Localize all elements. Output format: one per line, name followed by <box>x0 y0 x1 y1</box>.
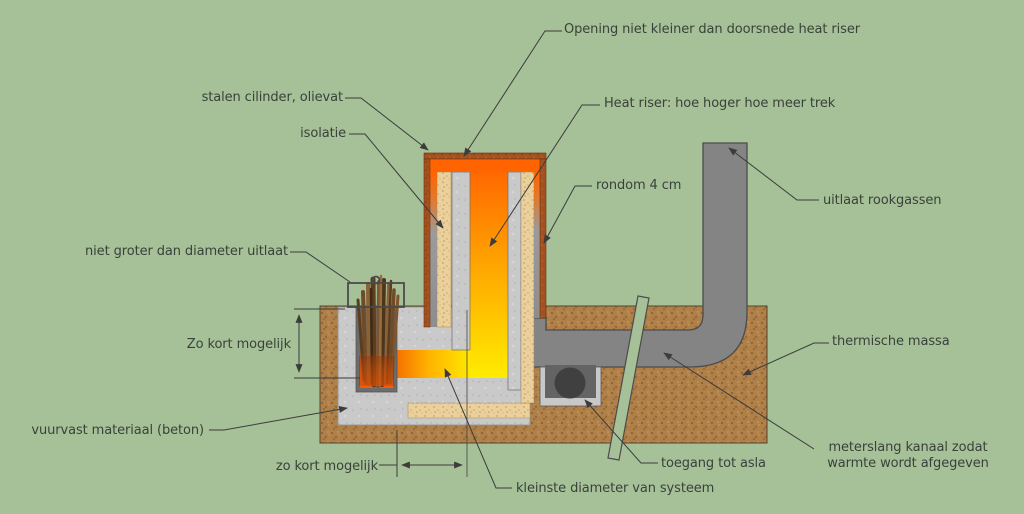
label-kleinste-diameter: kleinste diameter van systeem <box>516 481 715 496</box>
label-niet-groter: niet groter dan diameter uitlaat <box>85 244 288 259</box>
leader-toegang-asla <box>584 399 658 464</box>
label-meterslang-regel1: meterslang kanaal zodat <box>828 440 988 455</box>
leader-rondom <box>543 185 592 244</box>
leader-thermische-massa <box>742 342 829 376</box>
label-stalen-cilinder: stalen cilinder, olievat <box>201 90 344 105</box>
label-meterslang-kanaal: meterslang kanaal zodat warmte wordt afg… <box>812 440 1004 473</box>
label-zo-kort-verticaal: Zo kort mogelijk <box>186 337 291 352</box>
gas-gap-right <box>534 172 540 318</box>
label-rondom-4cm: rondom 4 cm <box>596 178 682 193</box>
ash-access-channel <box>607 295 650 461</box>
leader-kleinste-diameter <box>444 368 512 489</box>
dimension-vertical <box>294 308 360 379</box>
ash-pile <box>554 367 586 399</box>
barrel-wall-left <box>423 158 431 328</box>
leader-heat-riser <box>489 104 600 247</box>
leader-niet-groter <box>290 251 351 283</box>
heat-riser-fire-column <box>470 159 508 378</box>
barrel-top <box>423 152 547 160</box>
riser-wall-right <box>507 171 522 391</box>
leader-vuurvast <box>209 405 348 431</box>
leader-meterslang <box>663 352 815 450</box>
leader-opening <box>463 30 562 157</box>
leader-lines <box>209 30 829 489</box>
label-heat-riser: Heat riser: hoe hoger hoe meer trek <box>604 96 836 111</box>
insulation-column-right <box>520 171 535 404</box>
label-isolatie: isolatie <box>300 126 346 141</box>
dimension-horizontal <box>379 310 468 477</box>
label-thermische-massa: thermische massa <box>832 334 950 349</box>
leader-isolatie <box>349 133 444 229</box>
label-opening: Opening niet kleiner dan doorsnede heat … <box>564 22 860 37</box>
flue-duct-and-chimney <box>532 142 748 368</box>
label-vuurvast-materiaal: vuurvast materiaal (beton) <box>31 423 204 438</box>
barrel-top-hot-gas <box>430 159 540 172</box>
barrel-wall-right <box>539 158 547 319</box>
gas-gap-left <box>430 172 437 327</box>
label-uitlaat-rookgassen: uitlaat rookgassen <box>823 193 942 208</box>
label-zo-kort-horizontaal: zo kort mogelijk <box>275 459 378 474</box>
leader-stalen-cilinder <box>345 97 429 151</box>
label-meterslang-regel2: warmte wordt afgegeven <box>827 456 989 472</box>
ember-glow-overlay <box>360 352 393 386</box>
insulation-base-band <box>407 402 531 419</box>
label-toegang-asla: toegang tot asla <box>661 456 766 471</box>
insulation-column-left <box>436 171 452 328</box>
leader-uitlaat <box>728 147 819 201</box>
cover-handle-ring <box>371 275 381 285</box>
